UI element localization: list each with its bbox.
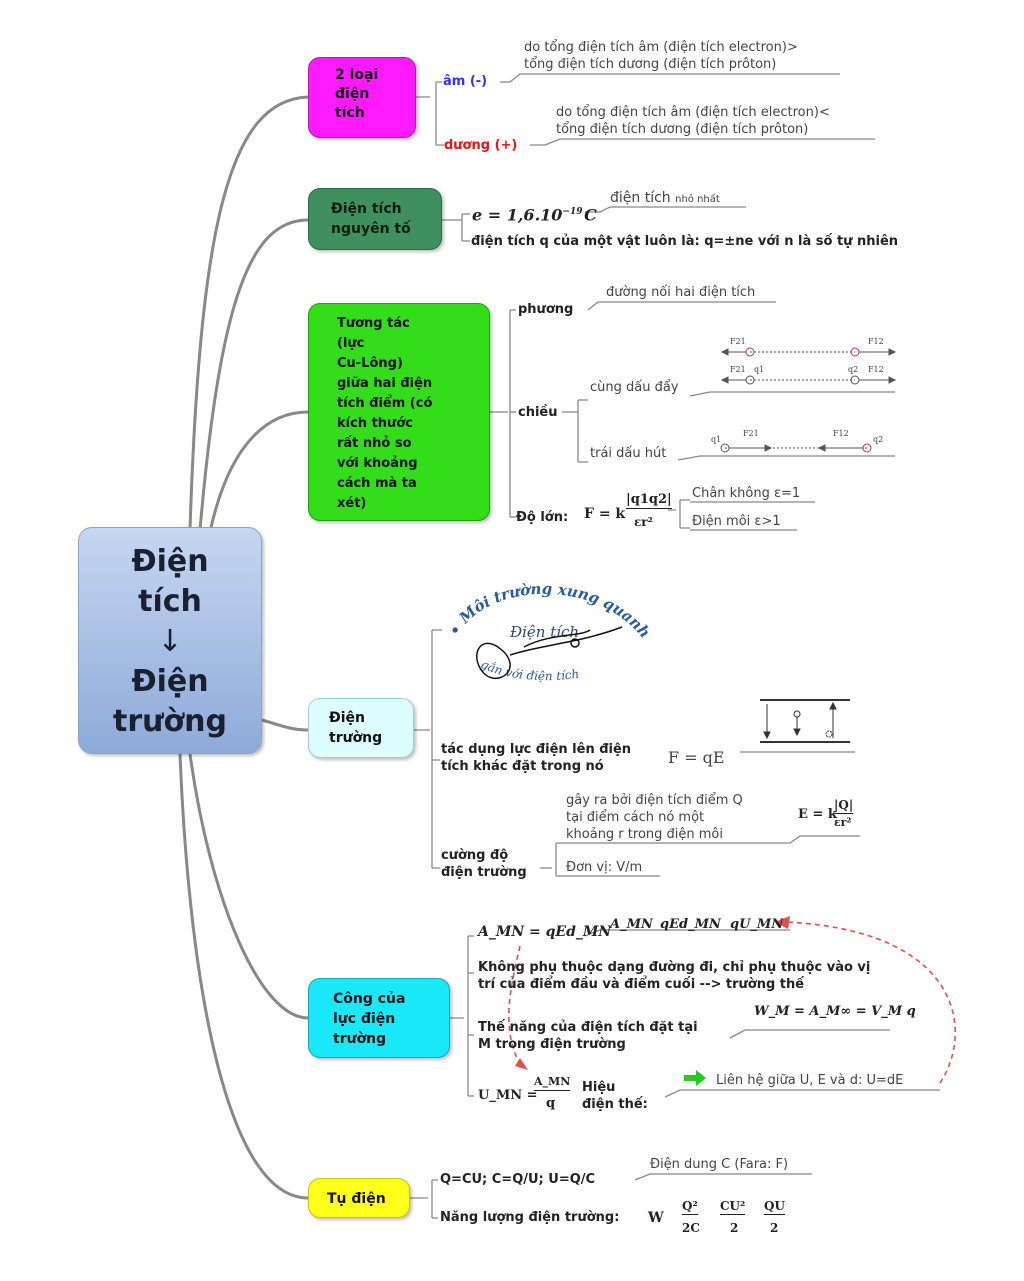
node-line: Cu-Lông): [337, 356, 403, 371]
gay-ra-line1: gây ra bởi điện tích điểm Q: [566, 793, 743, 808]
cuong-do-line2: điện trường: [441, 865, 527, 880]
charge-statement: điện tích q của một vật luôn là: q=±ne v…: [471, 234, 899, 249]
root-title-line1: Điện: [131, 544, 209, 579]
duong-desc-line2: tổng điện tích dương (điện tích prôton): [556, 122, 809, 137]
green-arrow-icon: [684, 1070, 706, 1086]
node-line: Tương tác: [337, 316, 410, 331]
energy-formula: W Q² 2C CU² 2 QU 2: [648, 1199, 785, 1235]
f12-label: F12: [868, 337, 884, 346]
node-tu-dien: Tụ điện: [308, 1178, 410, 1218]
node-line: kích thước: [337, 416, 413, 431]
node-line: xét): [337, 496, 367, 511]
elementary-charge-formula: e = 1,6.10−19 C: [472, 205, 597, 225]
f12-label: F12: [833, 429, 849, 438]
tac-dung-line2: tích khác đặt trong nó: [441, 759, 604, 774]
q2-label: q2: [873, 435, 883, 444]
lien-he: Liên hệ giữa U, E và d: U=dE: [716, 1073, 904, 1088]
cung-dau-day: cùng dấu đẩy: [590, 380, 679, 395]
am-desc-line1: do tổng điện tích âm (điện tích electron…: [524, 40, 798, 55]
force-diagram-attract: q1 F21 F12 q2: [711, 429, 883, 453]
hieu-line2: điện thế:: [582, 1097, 648, 1112]
duong-label: dương (+): [444, 138, 518, 153]
f21-label: F21: [730, 365, 746, 374]
node-2-loai-dien-tich: 2 loại điện tích: [308, 57, 416, 138]
f12-label: F12: [868, 365, 884, 374]
node-dien-truong: Điện trường: [308, 698, 414, 758]
potential-energy-formula: W_M = A_M∞ = V_M q: [754, 1004, 916, 1019]
trai-dau-hut: trái dấu hút: [590, 446, 667, 461]
node-tuong-tac: Tương tác (lực Cu-Lông) giữa hai điện tí…: [308, 303, 490, 521]
node-label-line1: Công của: [333, 991, 406, 1007]
duong-desc-line1: do tổng điện tích âm (điện tích electron…: [556, 105, 830, 120]
q2-label: q2: [848, 365, 858, 374]
center-text: Điện tích: [509, 623, 579, 641]
chan-khong: Chân không ε=1: [692, 486, 801, 501]
root-node: Điện tích ↓ Điện trường: [78, 527, 262, 754]
q1-label: q1: [754, 365, 764, 374]
phuong-label: phương: [518, 302, 574, 317]
capacitor-formulas: Q=CU; C=Q/U; U=Q/C: [440, 1172, 596, 1187]
root-title-line2: tích: [138, 584, 202, 619]
force-field-formula: F = qE: [668, 748, 725, 767]
do-lon-label: Độ lớn:: [516, 510, 569, 525]
work-chain-1: A_MN: [610, 917, 653, 932]
node-label-line1: Điện tích: [331, 201, 402, 217]
tac-dung-line1: tác dụng lực điện lên điện: [441, 742, 632, 757]
node-line: giữa hai điện: [337, 376, 433, 391]
dien-dung: Điện dung C (Fara: F): [650, 1157, 789, 1172]
nang-luong-label: Năng lượng điện trường:: [440, 1210, 620, 1225]
phuong-desc: đường nối hai điện tích: [606, 285, 756, 300]
note-dien-tich: điện tích nhỏ nhất: [610, 190, 720, 206]
force-diagram-repel: F21 F12 F21 F12 q1 q2: [720, 337, 897, 385]
node-line: (lực: [337, 336, 365, 351]
work-chain-2: qEd_MN: [660, 917, 721, 932]
node-cong-luc-dien: Công của lực điện trường: [308, 978, 450, 1058]
node-label: 2 loại điện tích: [335, 67, 379, 121]
dien-moi: Điện môi ε>1: [692, 514, 781, 529]
am-label: âm (-): [443, 74, 488, 89]
capacitor-field-diagram: [760, 699, 850, 743]
hieu-line1: Hiệu: [582, 1080, 616, 1095]
node-line: với khoảng: [337, 456, 418, 471]
gay-ra-line2: tại điểm cách nó một: [566, 810, 705, 825]
svg-text:gắn với điện tích: gắn với điện tích: [479, 657, 580, 683]
node-line: cách mà ta: [337, 476, 417, 491]
arc-bottom-text: gắn với điện tích: [479, 657, 580, 683]
node-line: tích điểm (có: [337, 396, 433, 411]
node-line: rất nhỏ so: [337, 436, 412, 451]
node-label-line2: nguyên tố: [331, 221, 411, 237]
f21-label: F21: [730, 337, 746, 346]
node-label-line3: trường: [333, 1031, 387, 1047]
khong-phu-line2: trí của điểm đầu và điểm cuối --> trường…: [478, 977, 805, 992]
field-concept-illustration: • Môi trường xung quanh Điện tích gắn vớ…: [445, 580, 653, 683]
root-title-line3: Điện: [131, 664, 209, 699]
node-label: Tụ điện: [327, 1191, 386, 1207]
don-vi: Đơn vị: V/m: [566, 860, 643, 875]
node-label-line1: Điện: [329, 710, 365, 726]
chieu-label: chiều: [518, 405, 558, 420]
voltage-formula: U_MN = A_MN q: [478, 1075, 571, 1111]
f21-label: F21: [743, 429, 759, 438]
gay-ra-line3: khoảng r trong điện môi: [566, 827, 723, 842]
root-title-line4: trường: [113, 704, 227, 739]
the-nang-line1: Thế năng của điện tích đặt tại: [478, 1020, 698, 1035]
the-nang-line2: M trong điện trường: [478, 1037, 626, 1052]
down-arrow-icon: ↓: [157, 624, 183, 659]
cuong-do-line1: cường độ: [441, 848, 509, 863]
node-label-line2: trường: [329, 730, 383, 746]
node-label-line2: lực điện: [333, 1011, 396, 1027]
am-desc-line2: tổng điện tích dương (điện tích prôton): [524, 57, 777, 72]
work-chain-3: qU_MN: [730, 917, 784, 932]
node-dien-tich-nguyen-to: Điện tích nguyên tố: [308, 188, 442, 250]
khong-phu-line1: Không phụ thuộc dạng đường đi, chỉ phụ t…: [478, 960, 871, 975]
q1-label: q1: [711, 435, 721, 444]
work-formula: A_MN = qEd_MN: [478, 924, 612, 940]
